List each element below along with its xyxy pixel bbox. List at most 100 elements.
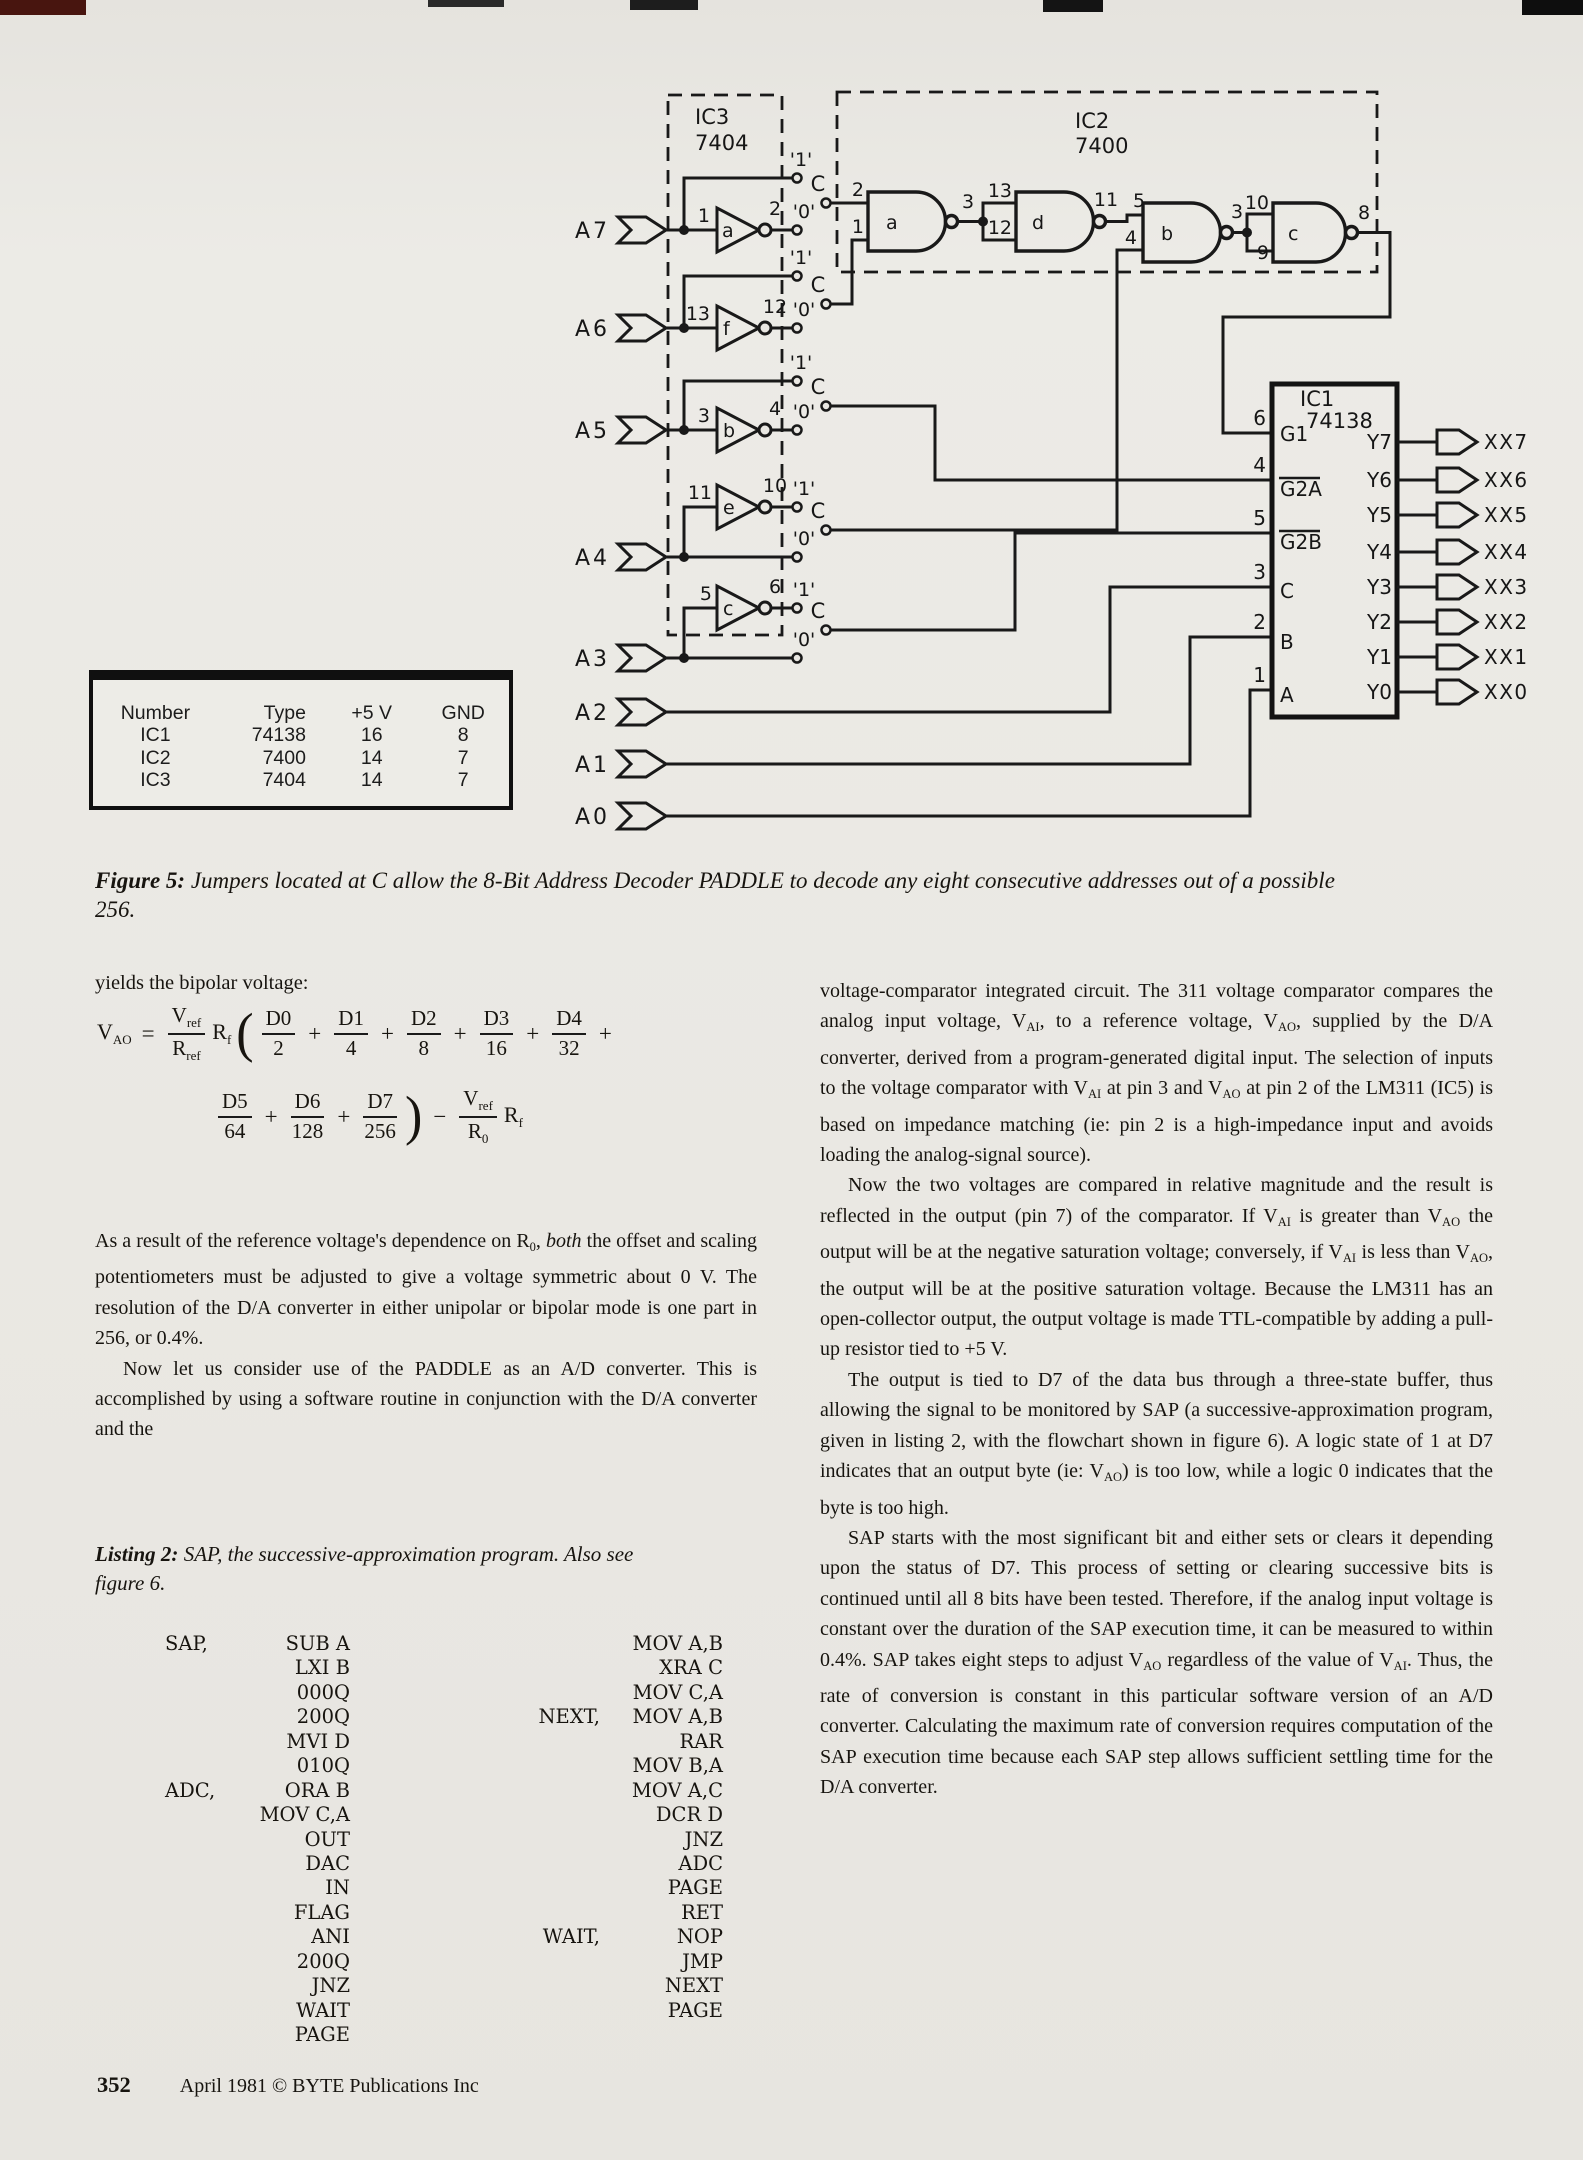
logic-one-label: '1'	[790, 149, 813, 171]
listing-line-label	[350, 1876, 600, 1900]
listing-opcode: PAGE	[667, 1876, 723, 1900]
inverter-b-row	[614, 375, 803, 455]
scan-artifact	[428, 0, 504, 7]
plus-sign: +	[337, 1103, 351, 1129]
listing-caption-line2: figure 6.	[95, 1571, 166, 1595]
listing-line-label	[165, 1681, 250, 1705]
table-cell: IC2	[140, 746, 171, 769]
plus-sign: +	[453, 1020, 467, 1046]
addr-label-a5: A5	[575, 419, 610, 444]
jumper-terminal	[820, 400, 832, 412]
ic1-out-y0: Y0	[1366, 680, 1392, 704]
jumper-post	[791, 375, 803, 387]
listing-line-label	[350, 1656, 600, 1680]
listing-opcode: JMP	[682, 1949, 723, 1973]
logic-one-label: '1'	[793, 478, 816, 500]
rf-symbol: Rf	[503, 1102, 523, 1131]
nand-c-pin-top: 10	[1245, 192, 1269, 214]
nand-b-pin-top: 5	[1133, 190, 1145, 212]
nand-d	[981, 190, 1143, 253]
nand-a-pin-out: 3	[962, 191, 974, 213]
inverter-e-pin-out: 10	[763, 475, 787, 497]
jumper-post	[791, 602, 803, 614]
listing-line-label	[350, 1828, 600, 1852]
low-address-lines	[614, 585, 1272, 831]
jumper-terminal	[820, 624, 832, 636]
ic1-pin-num-c: 3	[1253, 560, 1266, 584]
jumper-label-c: C	[811, 172, 826, 196]
scan-artifact	[630, 0, 698, 10]
listing-opcode: OUT	[304, 1827, 350, 1851]
table-header: +5 V	[351, 701, 393, 724]
table-cell: 14	[360, 769, 383, 792]
listing-line-label	[350, 1974, 600, 1998]
listing-line-label	[350, 1632, 600, 1656]
listing-line-label	[350, 1901, 600, 1925]
ic1-pin-name-a: A	[1280, 683, 1294, 707]
logic-zero-label: '0'	[793, 629, 816, 651]
inverter-e-pin-in: 11	[688, 482, 712, 504]
jumper-label-c: C	[811, 375, 826, 399]
listing-line-label	[350, 1779, 600, 1803]
jumper-post	[791, 224, 803, 236]
listing-opcode: 200Q	[296, 1705, 350, 1729]
listing-line-label	[350, 1950, 600, 1974]
inverter-c-row	[614, 583, 803, 673]
addr-label-a2: A2	[575, 701, 610, 726]
ic-power-table: Number Type +5 V GND IC1 74138 16 8 IC2 …	[89, 670, 513, 810]
listing-opcode: MOV C,A	[632, 1680, 723, 1704]
table-cell: IC1	[140, 724, 171, 747]
out-label-xx3: XX3	[1484, 575, 1529, 599]
listing-opcode: NOP	[676, 1925, 723, 1949]
nand-b-letter: b	[1161, 223, 1173, 245]
listing-label: Listing 2:	[95, 1542, 179, 1566]
table-cell: 8	[457, 724, 469, 747]
inverter-a-row	[614, 172, 803, 255]
ic1-pin-name-g2b: G2B	[1280, 530, 1322, 554]
addr-label-a7: A7	[575, 219, 610, 244]
output-arrow-xx6	[1435, 466, 1480, 494]
vao-symbol: VAO	[97, 1019, 132, 1048]
listing-line-label: SAP,	[165, 1632, 208, 1655]
jumper-post	[791, 270, 803, 282]
jumper-post	[791, 501, 803, 513]
nand-b	[1141, 201, 1252, 264]
listing-opcode: MOV C,A	[259, 1803, 350, 1827]
figure5-caption: Figure 5: Jumpers located at C allow the…	[95, 866, 1497, 924]
plus-sign: +	[380, 1020, 394, 1046]
out-label-xx6: XX6	[1484, 468, 1529, 492]
output-arrow-xx0	[1435, 678, 1480, 706]
nand-c-letter: c	[1288, 223, 1298, 245]
jumper-terminal	[820, 197, 832, 209]
addr-label-a0: A0	[575, 805, 610, 830]
equals-sign: =	[141, 1020, 155, 1046]
listing-opcode: PAGE	[667, 1998, 723, 2022]
ic1-output-wires	[1397, 428, 1480, 706]
ic1-out-y6: Y6	[1366, 468, 1392, 492]
nand-d-letter: d	[1032, 212, 1044, 234]
ic1-pin-name-c: C	[1280, 579, 1294, 603]
listing-line-label	[350, 2023, 600, 2047]
listing-line-label	[165, 1950, 250, 1974]
out-label-xx0: XX0	[1484, 680, 1529, 704]
listing-opcode: 200Q	[296, 1949, 350, 1973]
addr-arrow-a0	[614, 801, 669, 831]
table-cell: 7404	[262, 769, 306, 792]
listing-opcode: FLAG	[293, 1900, 350, 1924]
out-label-xx1: XX1	[1484, 645, 1529, 669]
nand-d-pin-bot: 12	[988, 217, 1012, 239]
listing-line-label: NEXT,	[538, 1705, 600, 1729]
jumper-post	[791, 424, 803, 436]
nand-c	[1221, 201, 1392, 435]
jumper-label-c: C	[811, 499, 826, 523]
formula-intro: yields the bipolar voltage:	[95, 972, 309, 994]
listing-opcode: JNZ	[684, 1827, 723, 1851]
left-column-text: As a result of the reference voltage's d…	[95, 1226, 757, 1445]
listing-opcode: ADC	[678, 1851, 723, 1875]
